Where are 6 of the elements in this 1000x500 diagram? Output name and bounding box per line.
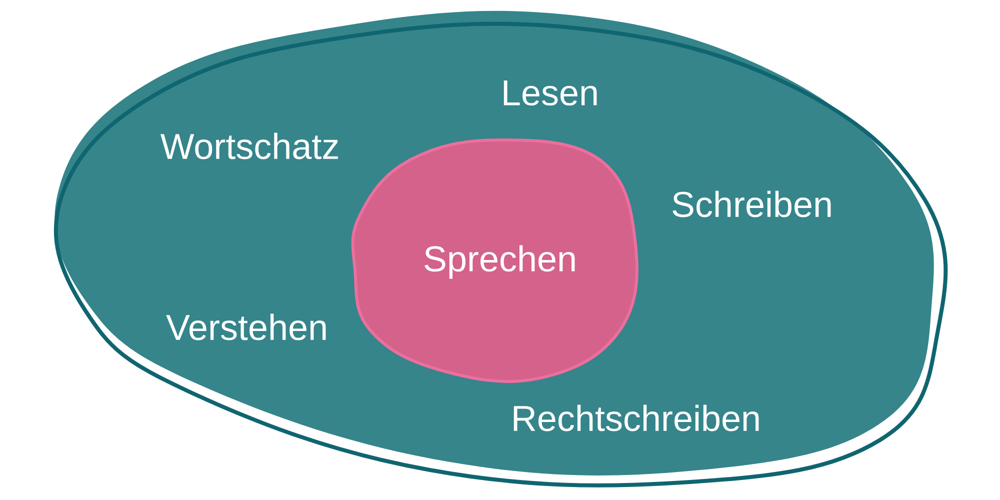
topic-label: Rechtschreiben [514,404,759,432]
topic-label: Schreiben [672,190,831,218]
topic-label: Lesen [504,80,597,106]
center-blob: Sprechen [351,138,638,383]
topic-label: Verstehen [166,314,326,340]
topic-label: Wortschatz [160,132,338,160]
